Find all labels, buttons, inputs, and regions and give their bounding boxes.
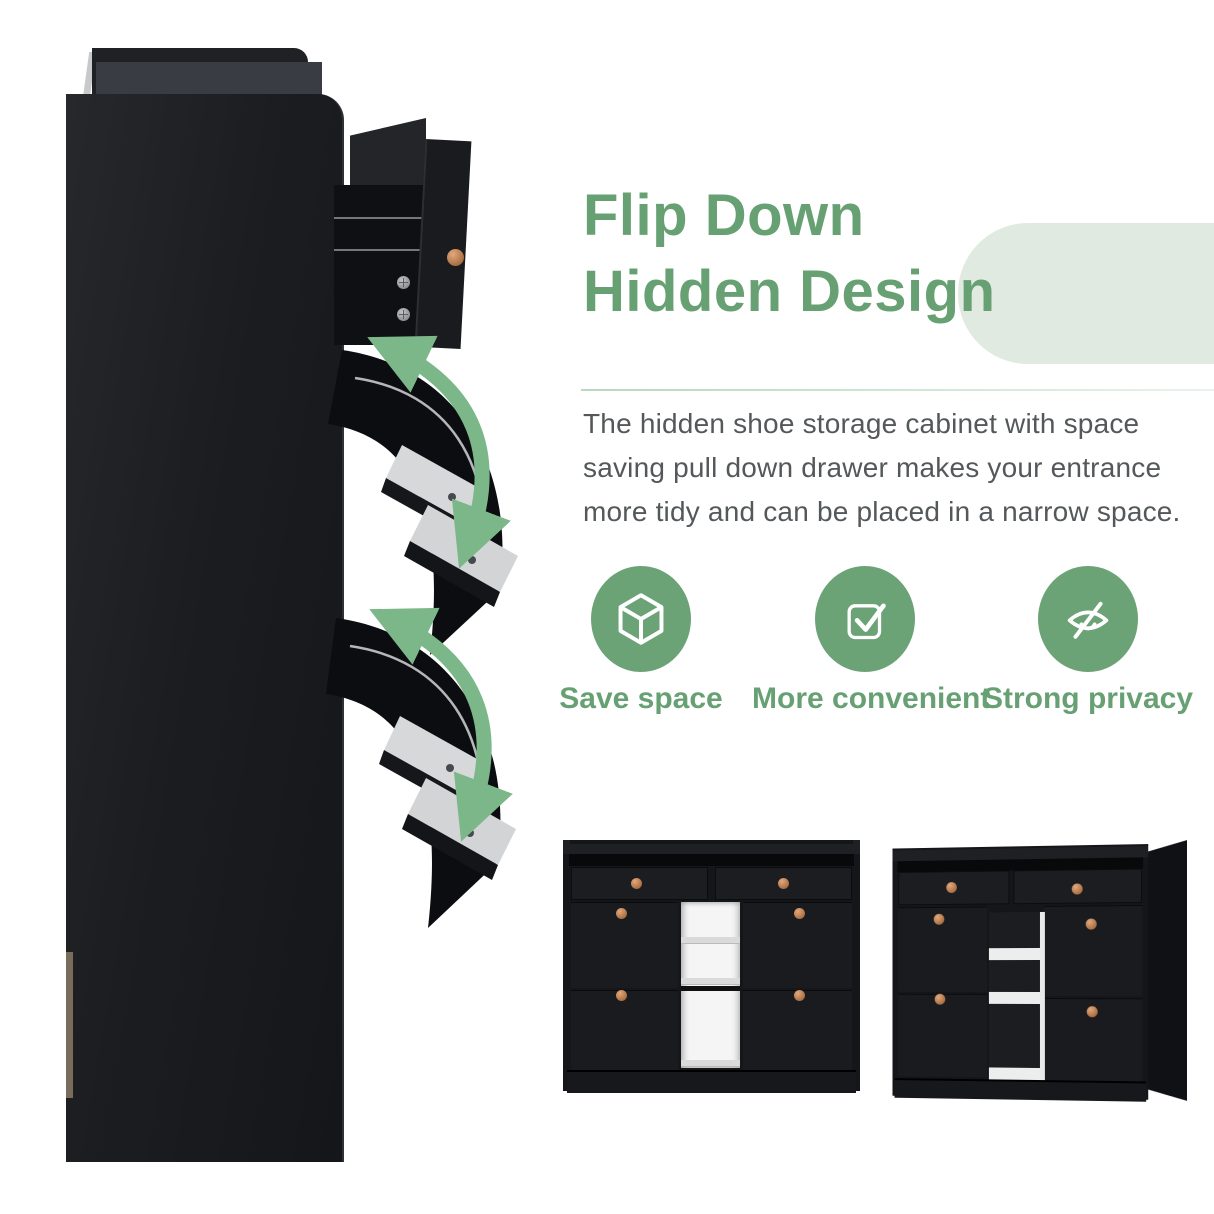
decorative-pill bbox=[958, 223, 1214, 364]
feature-label: More convenient bbox=[752, 682, 991, 715]
pulled-out-drawer bbox=[334, 185, 424, 345]
screw-icon bbox=[397, 276, 410, 289]
drawer-rail-highlight bbox=[334, 249, 424, 251]
flip-arrow-icon bbox=[367, 335, 511, 569]
page-title: Flip Down Hidden Design bbox=[583, 178, 996, 330]
top-rail-end bbox=[563, 840, 570, 854]
door-knob bbox=[794, 990, 805, 1001]
description-text: The hidden shoe storage cabinet with spa… bbox=[583, 408, 1181, 527]
cabinet-side-face bbox=[1146, 837, 1187, 1121]
title-line-2: Hidden Design bbox=[583, 259, 996, 324]
door-knob bbox=[1086, 1006, 1098, 1018]
drawer-knob bbox=[631, 878, 642, 889]
cube-icon bbox=[591, 566, 691, 672]
drawer-knob bbox=[946, 882, 957, 894]
door-knob bbox=[616, 908, 627, 919]
drawer-knob bbox=[447, 249, 464, 266]
cabinet-top-rail bbox=[563, 844, 860, 854]
cabinet-plinth bbox=[567, 1070, 856, 1093]
eye-off-icon-glyph bbox=[1067, 601, 1109, 639]
divider-line bbox=[581, 389, 1214, 391]
flip-door bbox=[571, 990, 678, 1070]
feature-strong-privacy: Strong privacy bbox=[980, 566, 1196, 716]
cabinet-plinth bbox=[894, 1078, 1147, 1102]
drawer-rail-highlight bbox=[334, 217, 424, 219]
door-knob bbox=[616, 990, 627, 1001]
flip-arrow-icon bbox=[369, 607, 513, 842]
door-knob bbox=[794, 908, 805, 919]
cabinet-front-face bbox=[892, 844, 1149, 1102]
title-line-1: Flip Down bbox=[583, 183, 865, 248]
feature-save-space: Save space bbox=[536, 566, 746, 716]
shelf-board bbox=[681, 937, 740, 944]
open-shelf-column bbox=[681, 902, 740, 1068]
angled-view-photo bbox=[892, 837, 1187, 1121]
screw-icon bbox=[397, 308, 410, 321]
check-square-icon-glyph bbox=[847, 603, 886, 640]
flip-mechanism-graphic bbox=[326, 335, 518, 928]
open-shelf-column bbox=[988, 911, 1045, 1081]
flip-door bbox=[898, 993, 987, 1078]
cube-icon-glyph bbox=[618, 593, 664, 645]
cabinet-base-edge bbox=[66, 952, 73, 1098]
door-knob bbox=[1085, 918, 1097, 930]
flip-rack-lower bbox=[326, 607, 516, 928]
shelf-board bbox=[988, 1067, 1040, 1081]
flip-door bbox=[743, 990, 852, 1070]
shelf-board bbox=[988, 947, 1040, 961]
feature-label: Save space bbox=[559, 682, 723, 715]
flip-rack-upper bbox=[328, 335, 518, 655]
shelf-board bbox=[681, 978, 740, 985]
check-square-icon bbox=[815, 566, 915, 672]
drawer-knob bbox=[1071, 883, 1083, 895]
door-knob bbox=[934, 993, 946, 1005]
shelf-board bbox=[988, 991, 1040, 1005]
top-open-shelf bbox=[569, 854, 854, 866]
feature-more-convenient: More convenient bbox=[752, 566, 991, 716]
eye-off-icon bbox=[1038, 566, 1138, 672]
shelf-board bbox=[681, 1060, 740, 1067]
front-view-photo bbox=[563, 840, 860, 1093]
drawer-knob bbox=[778, 878, 789, 889]
door-knob bbox=[933, 913, 945, 925]
top-rail-end bbox=[853, 840, 860, 854]
door-gap-line bbox=[681, 986, 740, 991]
feature-label: Strong privacy bbox=[982, 682, 1194, 715]
